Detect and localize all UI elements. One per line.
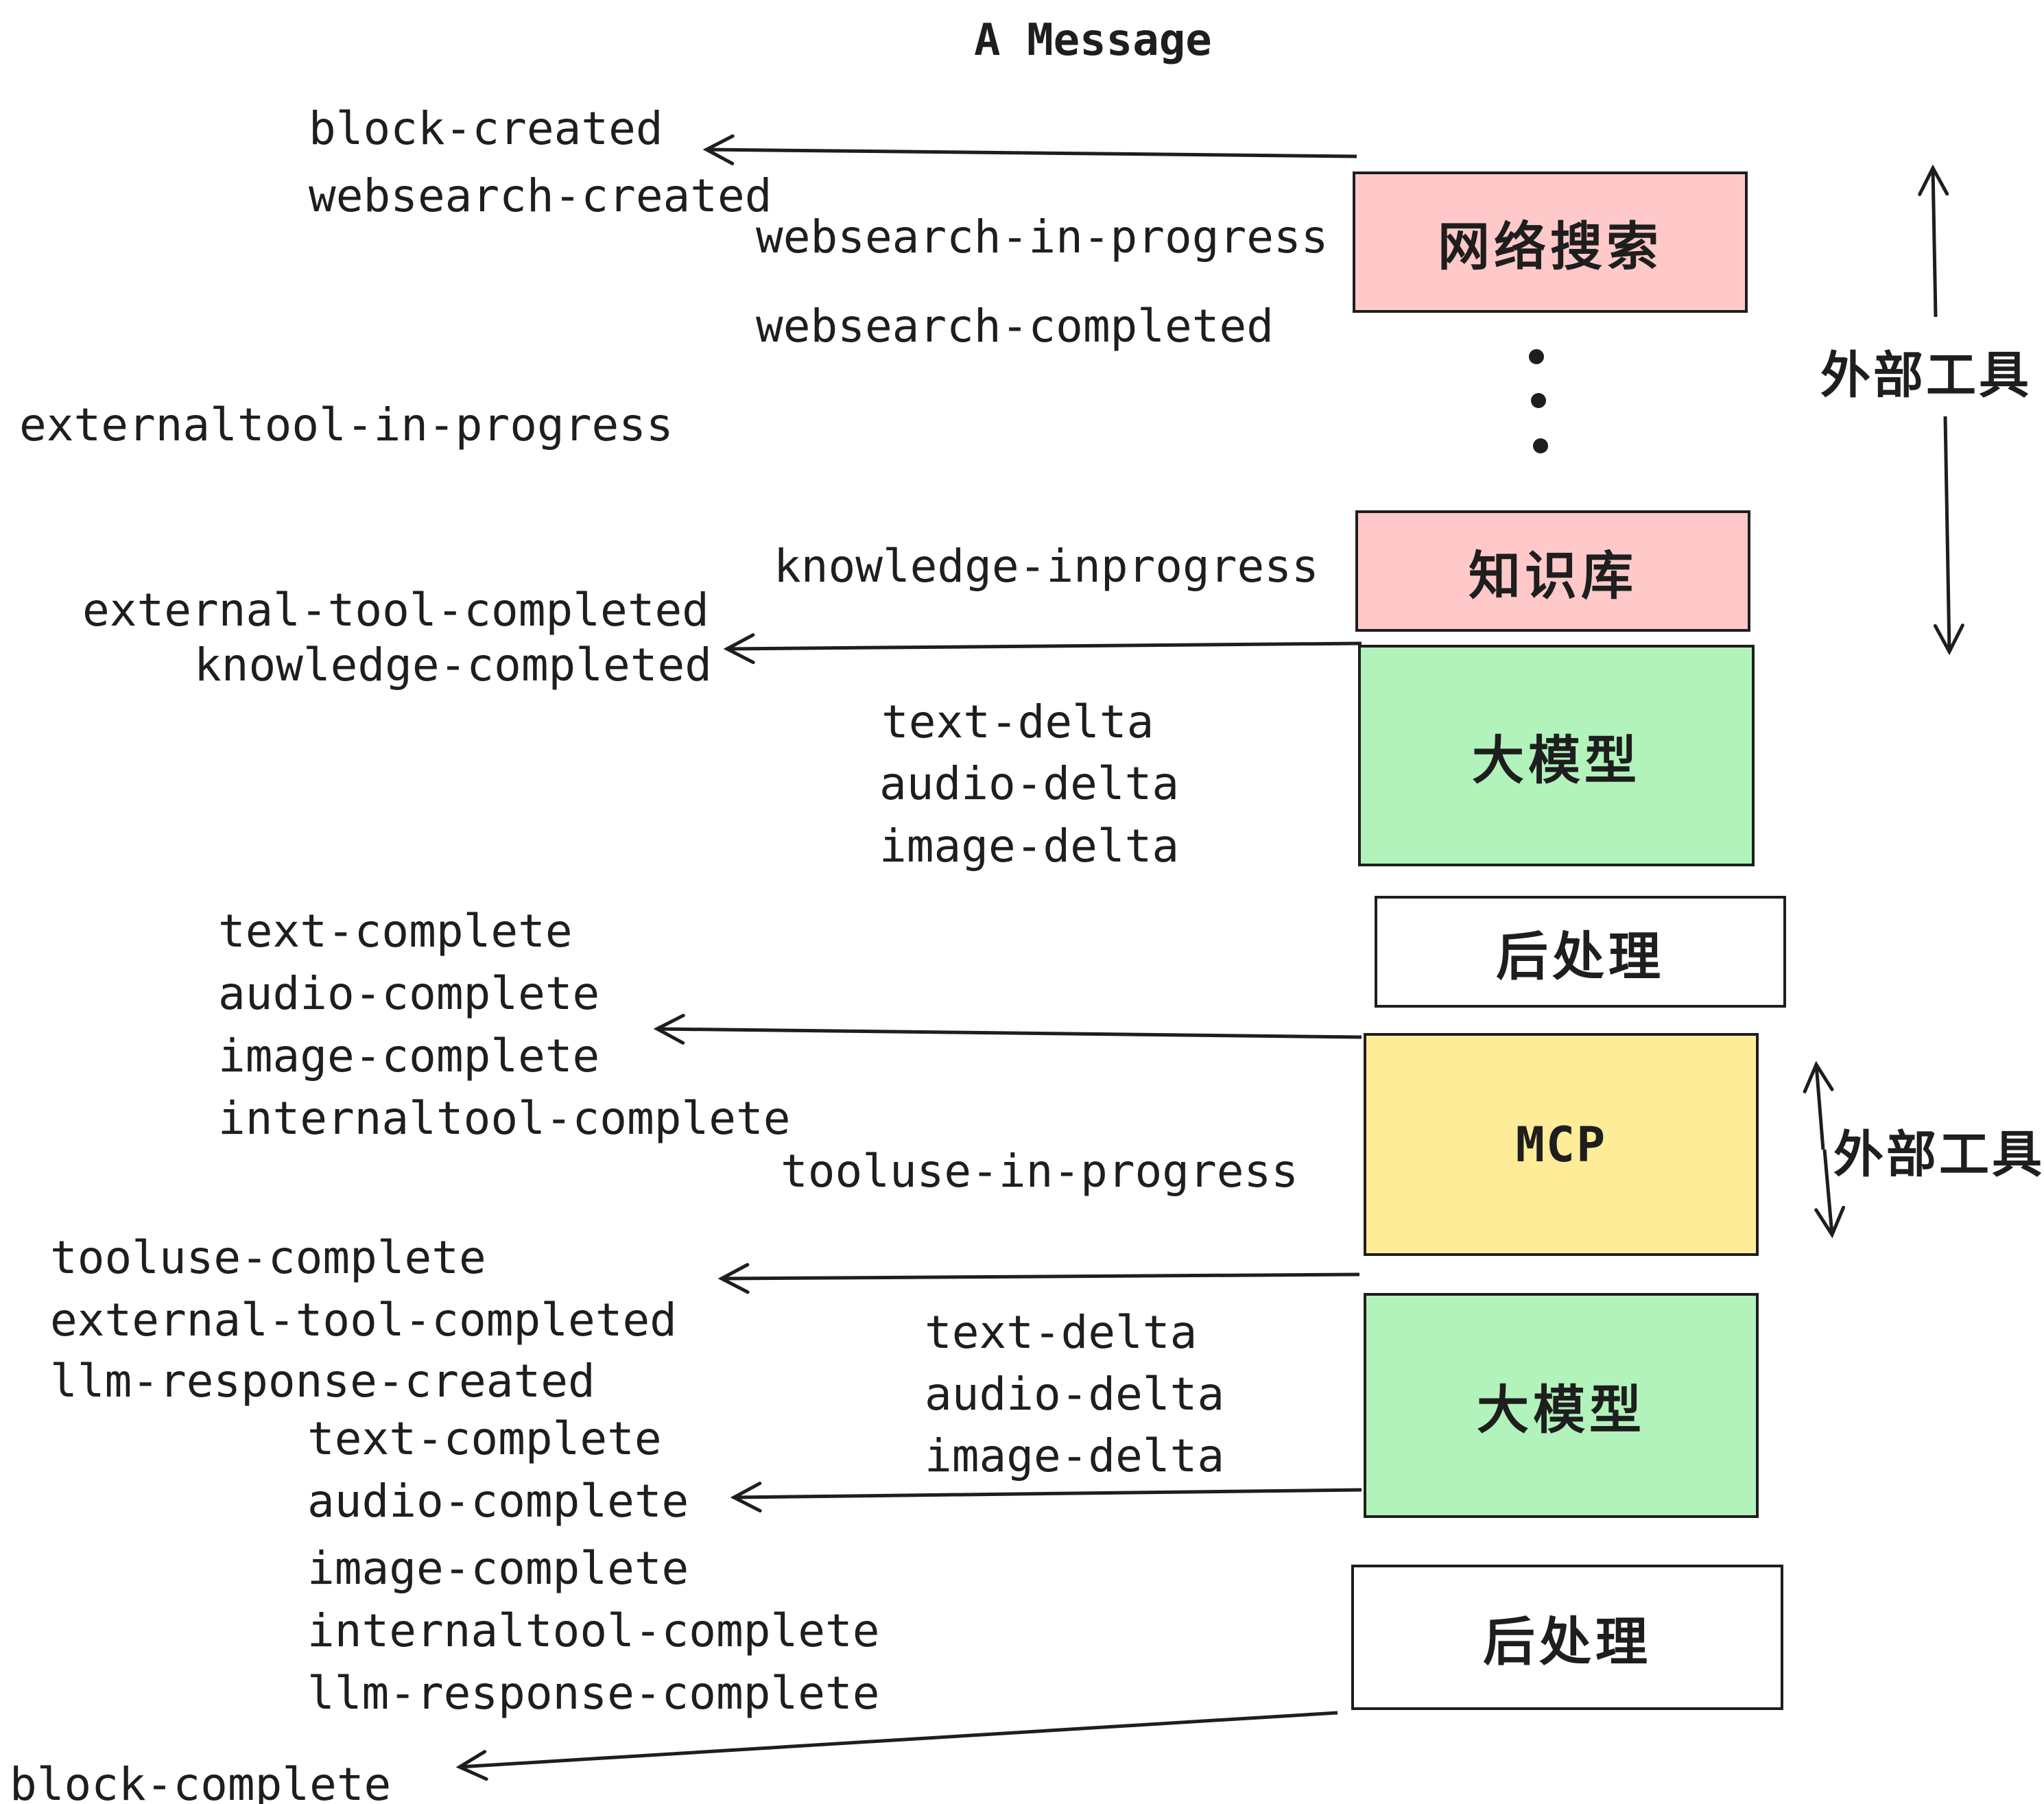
box-llm-2-label: 大模型 — [1477, 1379, 1645, 1440]
box-postprocess-1: 后处理 — [1375, 896, 1786, 1008]
box-websearch-label: 网络搜索 — [1438, 216, 1663, 277]
event-externaltool-in-progress: externaltool-in-progress — [19, 399, 674, 451]
arrow-image-complete — [653, 1013, 1362, 1045]
event-block-created: block-created — [309, 102, 663, 155]
event-image-complete-2: image-complete — [307, 1542, 689, 1595]
event-audio-delta-2: audio-delta — [925, 1368, 1225, 1421]
event-text-delta-2: text-delta — [925, 1306, 1198, 1359]
event-websearch-created: websearch-created — [309, 169, 772, 222]
external-tools-label-top: 外部工具 — [1820, 346, 2032, 405]
external-tools-label-mcp: 外部工具 — [1833, 1126, 2044, 1184]
event-text-complete-1: text-complete — [218, 905, 573, 958]
arrow-block-complete — [455, 1711, 1338, 1781]
box-mcp-label: MCP — [1515, 1116, 1607, 1173]
box-mcp: MCP — [1364, 1033, 1759, 1256]
event-audio-complete-2: audio-complete — [307, 1475, 689, 1528]
event-image-delta-1: image-delta — [879, 820, 1180, 873]
box-llm-1-label: 大模型 — [1472, 729, 1641, 791]
box-postprocess-2: 后处理 — [1351, 1565, 1783, 1710]
box-websearch: 网络搜索 — [1353, 171, 1748, 313]
box-postprocess-2-label: 后处理 — [1483, 1611, 1652, 1672]
page-title: A Message — [974, 15, 1212, 66]
vertical-ellipsis-icon — [1529, 349, 1548, 453]
arrow-audio-complete — [730, 1482, 1362, 1513]
arrow-mcp-external-up — [1803, 1060, 1834, 1150]
box-knowledge-label: 知识库 — [1469, 545, 1637, 606]
event-block-complete: block-complete — [10, 1758, 392, 1804]
event-knowledge-inprogress: knowledge-inprogress — [774, 540, 1319, 593]
box-llm-1: 大模型 — [1358, 645, 1755, 866]
event-external-tool-completed-2: external-tool-completed — [50, 1294, 677, 1346]
box-knowledge: 知识库 — [1355, 510, 1750, 632]
event-internaltool-complete-2: internaltool-complete — [307, 1604, 880, 1657]
event-llm-response-complete: llm-response-complete — [307, 1667, 880, 1720]
arrow-external-tools-up — [1918, 164, 1949, 318]
arrow-knowledge-completed — [723, 633, 1362, 665]
event-websearch-completed: websearch-completed — [756, 300, 1274, 353]
event-external-tool-completed-1: external-tool-completed — [82, 584, 709, 637]
arrow-block-created — [702, 134, 1357, 165]
arrow-external-tools-down — [1933, 416, 1964, 656]
arrow-mcp-external-down — [1814, 1149, 1846, 1239]
event-image-delta-2: image-delta — [925, 1429, 1225, 1482]
event-websearch-in-progress: websearch-in-progress — [756, 211, 1329, 263]
event-knowledge-completed: knowledge-completed — [194, 639, 712, 691]
event-audio-complete-1: audio-complete — [218, 967, 600, 1020]
event-text-delta-1: text-delta — [881, 696, 1154, 748]
event-tooluse-complete: tooluse-complete — [50, 1231, 486, 1284]
event-internaltool-complete-1: internaltool-complete — [218, 1092, 791, 1145]
event-audio-delta-1: audio-delta — [879, 757, 1180, 810]
box-postprocess-1-label: 后处理 — [1496, 925, 1665, 987]
event-tooluse-in-progress: tooluse-in-progress — [781, 1145, 1298, 1198]
arrow-tooluse-complete — [717, 1263, 1360, 1294]
event-image-complete-1: image-complete — [218, 1030, 600, 1082]
event-text-complete-2: text-complete — [307, 1412, 662, 1465]
box-llm-2: 大模型 — [1364, 1293, 1759, 1518]
event-llm-response-created: llm-response-created — [50, 1355, 595, 1408]
